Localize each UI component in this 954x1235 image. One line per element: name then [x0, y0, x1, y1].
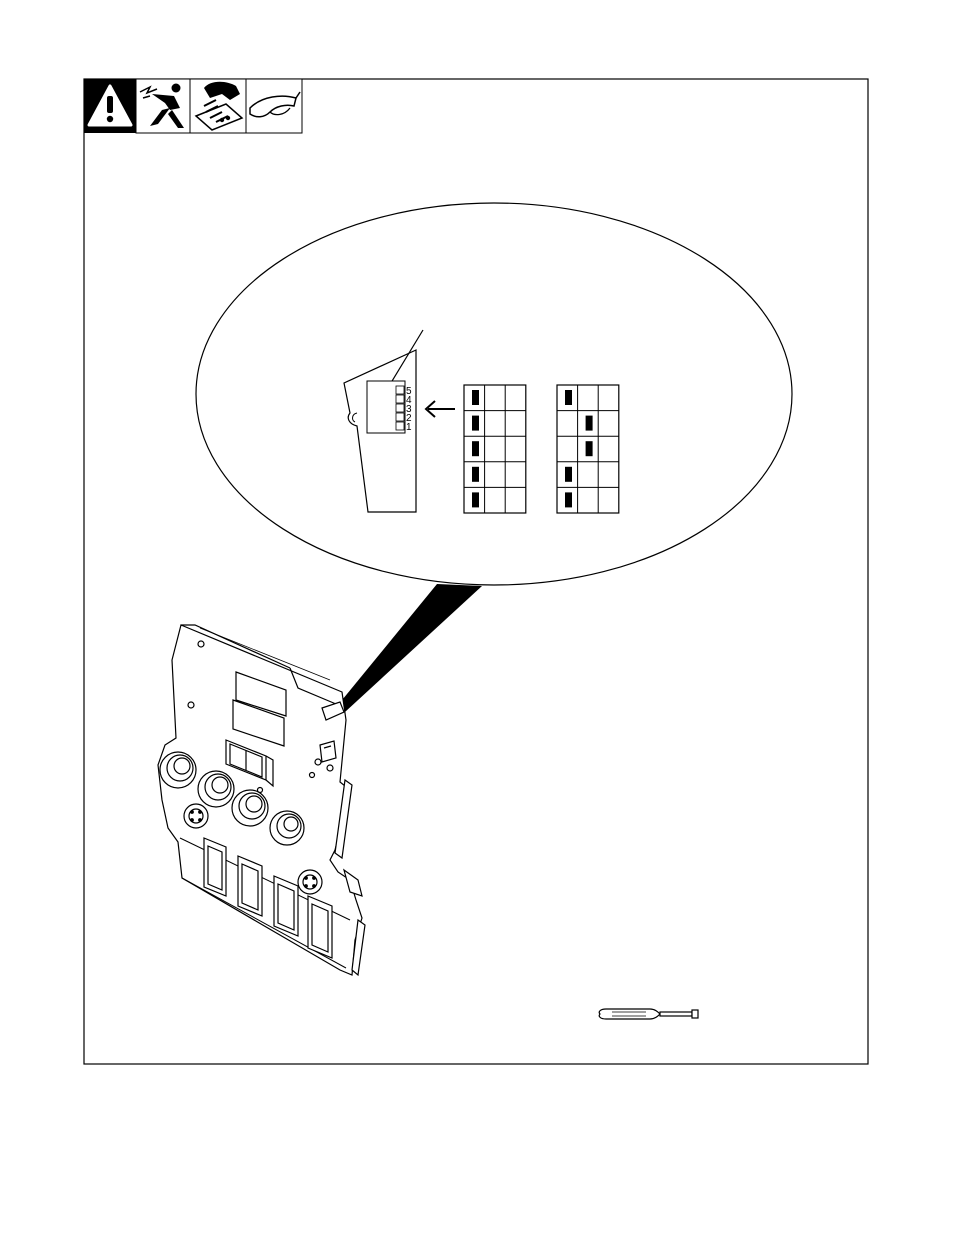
switch-position-marker-2	[472, 416, 479, 431]
switch-position-marker-3	[586, 441, 593, 456]
warning-triangle-icon	[84, 79, 136, 133]
switch-position-marker-4	[565, 467, 572, 482]
safety-icons	[84, 79, 302, 133]
switch-setting-table-2	[557, 385, 619, 513]
dip-label-1: 1	[406, 422, 412, 433]
rocker-switch-4[interactable]	[308, 896, 332, 958]
rocker-switch-2[interactable]	[238, 856, 262, 916]
dip-switch-positions	[396, 386, 404, 430]
control-panel-board	[158, 625, 365, 975]
knob-2[interactable]	[198, 771, 234, 807]
electric-shock-icon	[136, 79, 190, 133]
rocker-switch-1[interactable]	[204, 838, 226, 896]
safety-glasses-icon	[246, 79, 302, 133]
knob-4[interactable]	[270, 811, 304, 845]
callout-pointer	[338, 584, 482, 712]
receptacle-left	[184, 804, 208, 828]
rocker-switch-3[interactable]	[274, 876, 298, 936]
switch-position-marker-5	[472, 492, 479, 507]
switch-position-marker-1	[565, 390, 572, 405]
switch-position-marker-5	[565, 492, 572, 507]
switch-setting-table-1	[464, 385, 526, 513]
switch-position-marker-1	[472, 390, 479, 405]
screwdriver-icon	[599, 1009, 698, 1019]
static-sensitive-board-icon	[190, 79, 246, 133]
knob-1[interactable]	[160, 752, 196, 788]
switch-position-marker-4	[472, 467, 479, 482]
switch-position-marker-2	[586, 416, 593, 431]
switch-position-marker-3	[472, 441, 479, 456]
knob-3[interactable]	[232, 790, 268, 826]
receptacle-right	[298, 870, 322, 894]
